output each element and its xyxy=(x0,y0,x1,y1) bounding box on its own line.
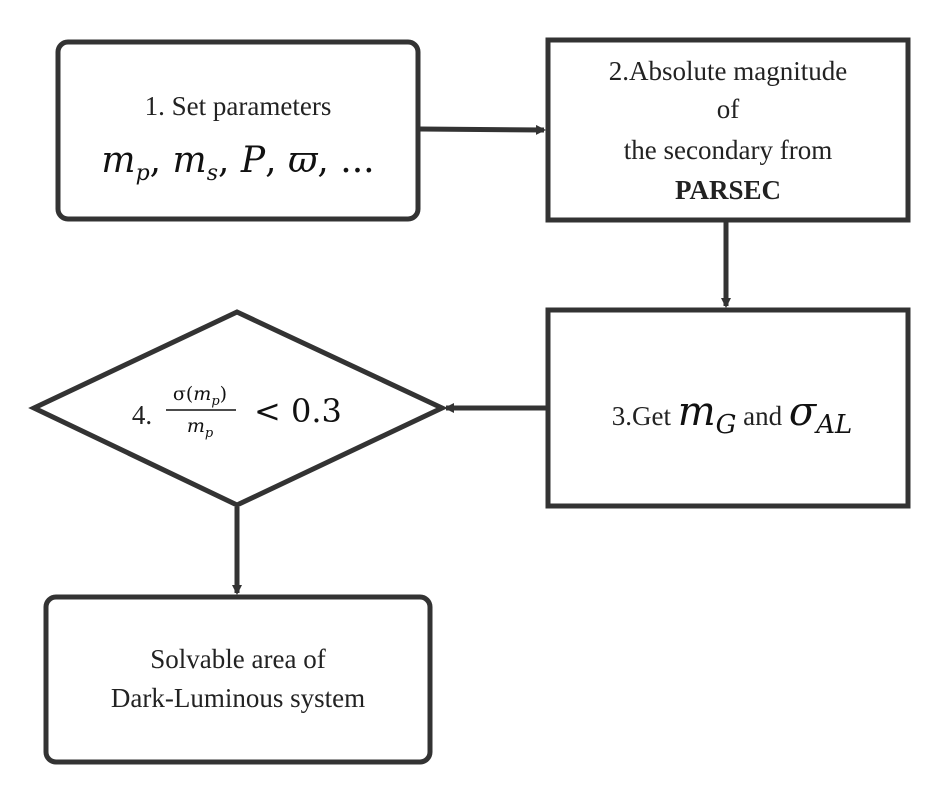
step-2-line-1: 2.Absolute magnitude xyxy=(609,56,847,86)
step-1-parameters: mp, ms, P, ϖ, ... xyxy=(101,140,374,186)
step-1-title: 1. Set parameters xyxy=(145,91,332,121)
step-2-line-4: PARSEC xyxy=(675,175,781,205)
result-line-2: Dark-Luminous system xyxy=(111,683,365,713)
result-line-1: Solvable area of xyxy=(150,644,325,674)
step-3-box: 3.Get mG and σAL xyxy=(545,307,911,509)
step-3-text: 3.Get mG and σAL xyxy=(612,389,853,440)
step-2-shape xyxy=(545,37,911,223)
step-4-numerator: σ(mp) xyxy=(173,383,227,409)
step-1-shape xyxy=(55,39,421,222)
step-2-box: 2.Absolute magnitude of the secondary fr… xyxy=(545,37,911,223)
step-2-line-2: of xyxy=(717,94,740,124)
result-shape xyxy=(43,594,433,765)
step-3-shape xyxy=(545,307,911,509)
step-4-decision: 4. σ(mp) mp < 0.3 xyxy=(28,309,448,508)
step-2-line-3: the secondary from xyxy=(624,135,832,165)
step-4-threshold: < 0.3 xyxy=(254,392,342,430)
step-1-box: 1. Set parameters mp, ms, P, ϖ, ... xyxy=(55,39,421,222)
result-box: Solvable area of Dark-Luminous system xyxy=(43,594,433,765)
step-4-number: 4. xyxy=(132,400,152,430)
step-4-diamond xyxy=(28,309,448,508)
arrow-step-1-to-step-2 xyxy=(419,124,546,135)
step-4-denominator: mp xyxy=(187,415,214,441)
